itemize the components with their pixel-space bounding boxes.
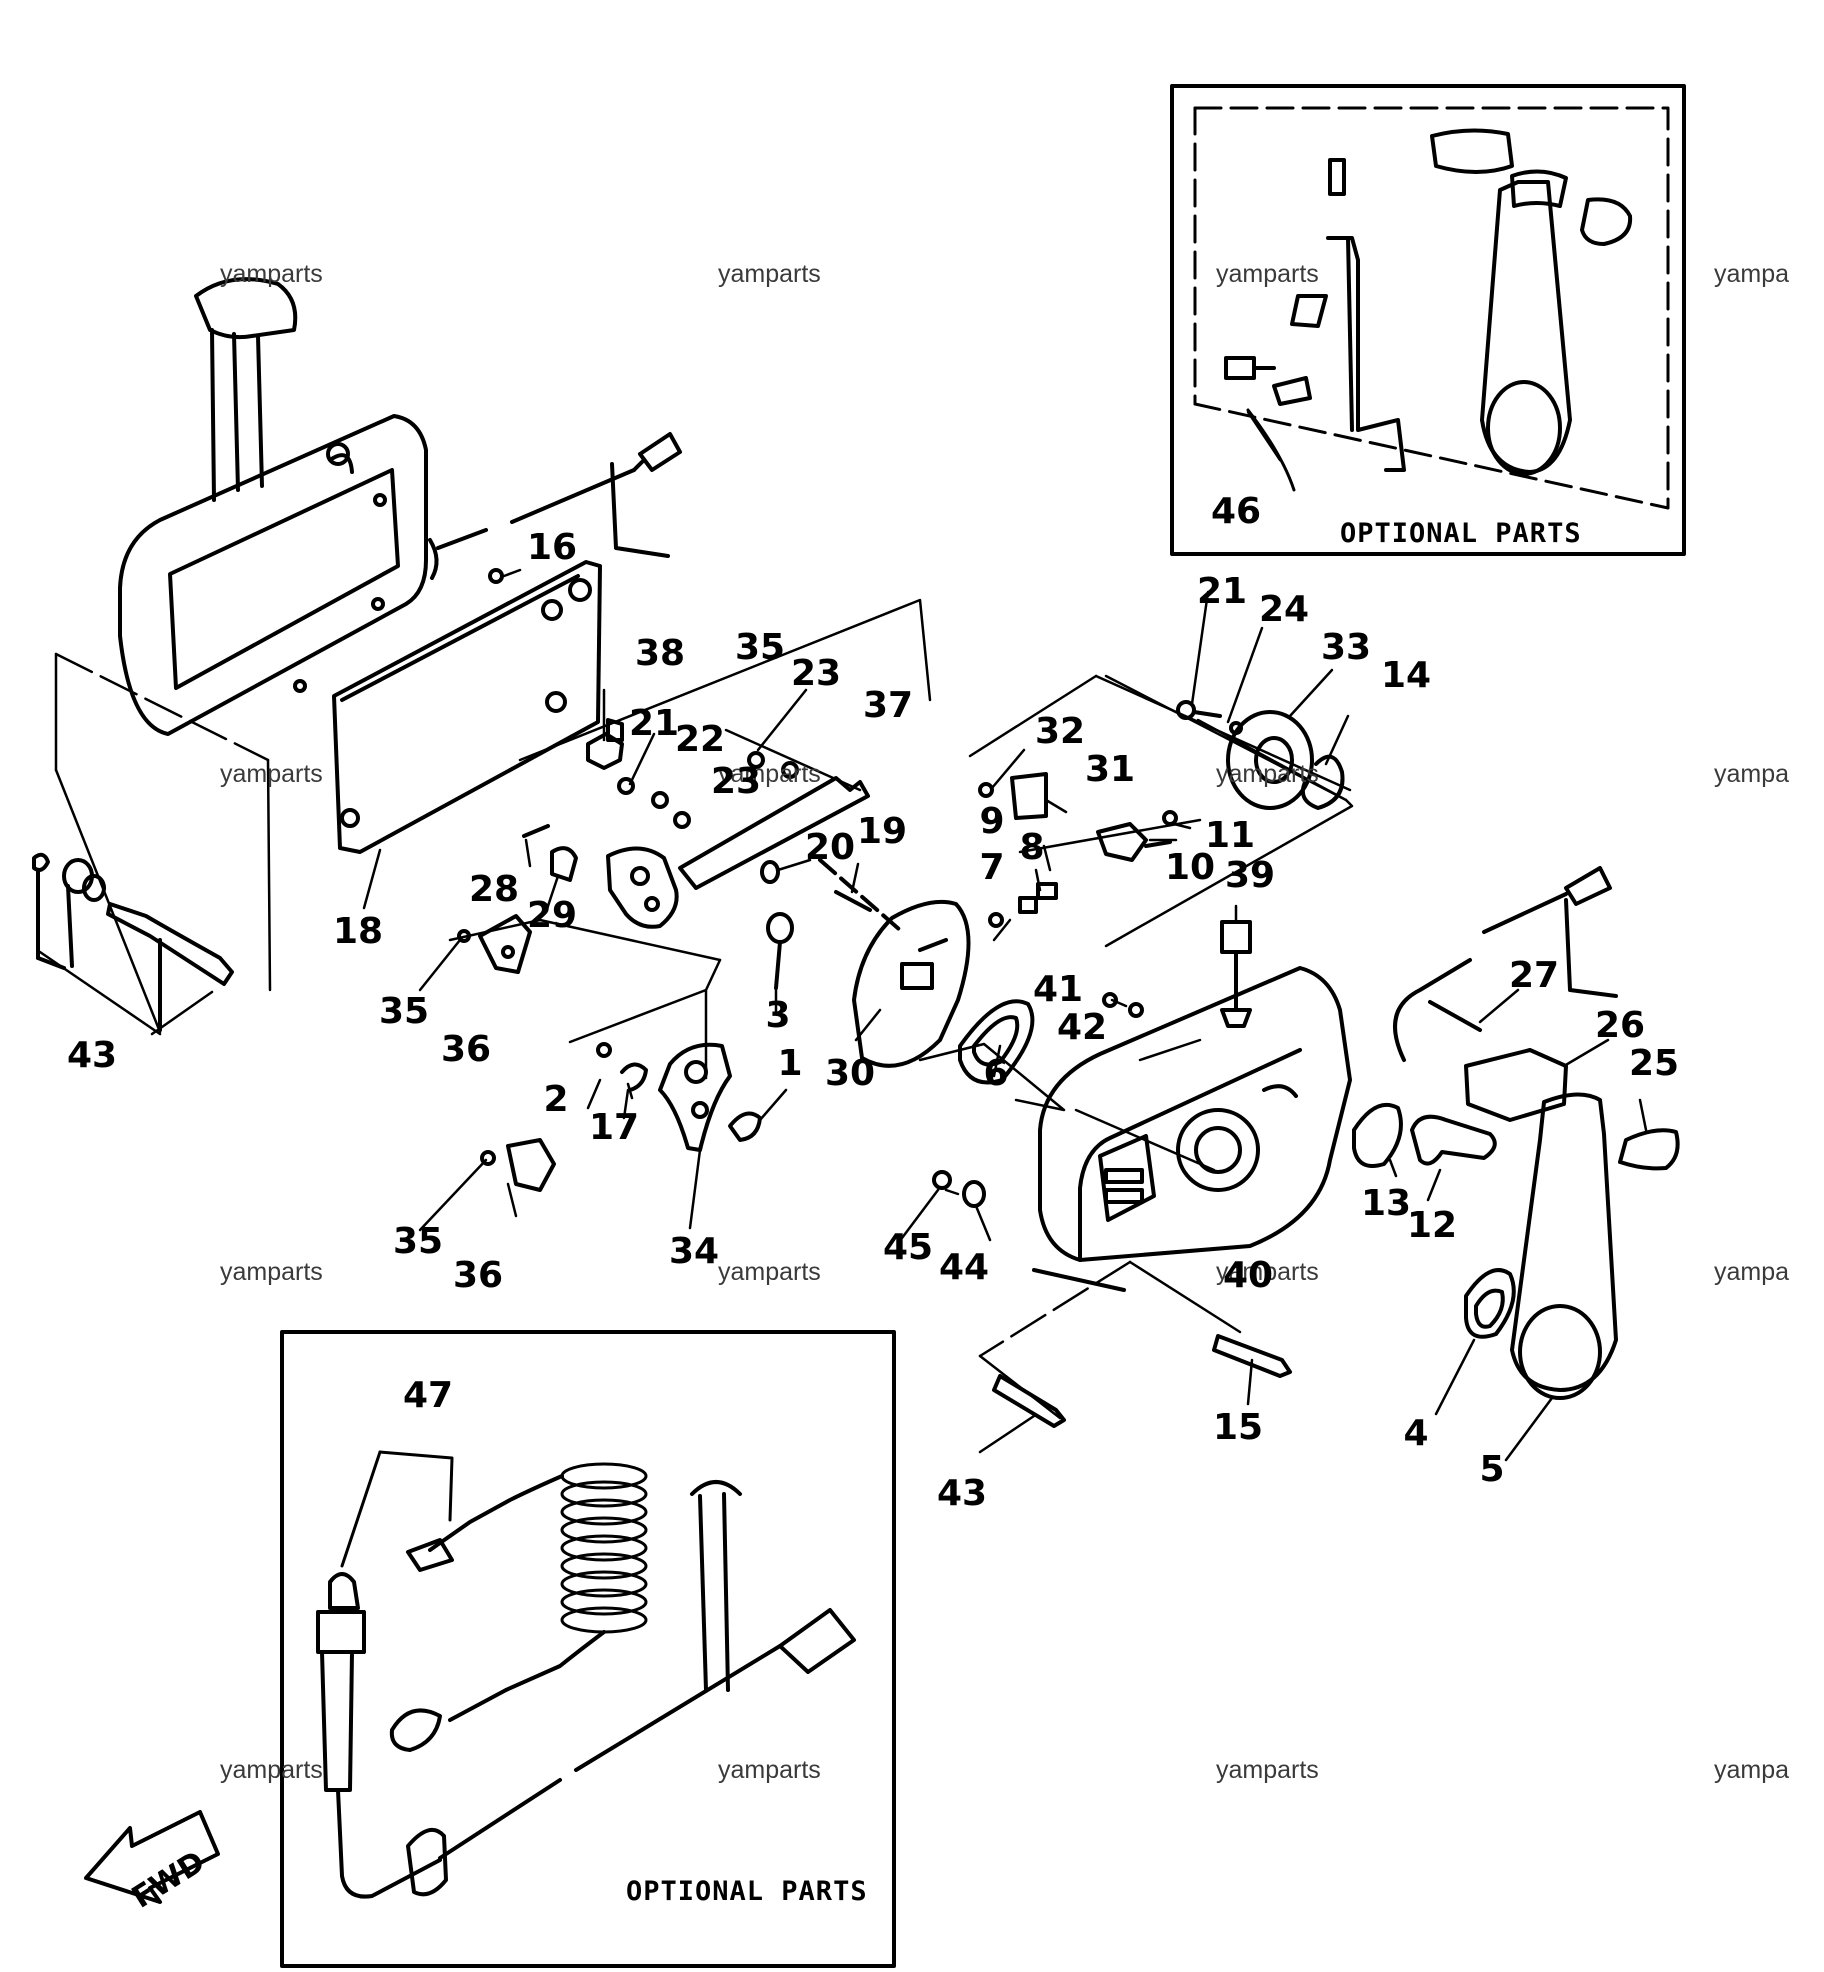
callout-6: 6 [983, 1053, 1009, 1094]
callout-33: 33 [1320, 627, 1372, 668]
callout-26: 26 [1594, 1005, 1646, 1046]
callout-34: 34 [668, 1231, 720, 1272]
callout-36b: 36 [452, 1255, 504, 1296]
callout-leaders [362, 410, 1648, 1462]
callout-18: 18 [332, 911, 384, 952]
callout-28: 28 [468, 869, 520, 910]
callout-20: 20 [804, 827, 856, 868]
callout-24: 24 [1258, 589, 1310, 630]
forward-direction-arrow [84, 1810, 220, 1904]
watermark: yamparts [718, 1756, 821, 1784]
callout-1: 1 [777, 1043, 803, 1084]
callout-35b: 35 [378, 991, 430, 1032]
watermark: yamparts [1216, 760, 1319, 788]
callout-47: 47 [402, 1375, 454, 1416]
handle-lever-parts [992, 866, 1680, 1428]
callout-43a: 43 [66, 1035, 118, 1076]
watermark: yampa [1714, 260, 1790, 288]
control-box-body [932, 920, 1352, 1292]
callout-19: 19 [856, 811, 908, 852]
optional-parts-box-bottom [280, 1330, 896, 1968]
callout-46: 46 [1210, 491, 1262, 532]
callout-14: 14 [1380, 655, 1432, 696]
callout-9: 9 [979, 801, 1005, 842]
callout-4: 4 [1403, 1413, 1429, 1454]
watermark: yampa [1714, 1258, 1790, 1286]
callout-13: 13 [1360, 1183, 1412, 1224]
callout-21a: 21 [628, 703, 680, 744]
callout-3: 3 [765, 995, 791, 1036]
callout-8: 8 [1019, 827, 1045, 868]
callout-39: 39 [1224, 855, 1276, 896]
callout-12: 12 [1406, 1205, 1458, 1246]
callout-2: 2 [543, 1079, 569, 1120]
callout-21b: 21 [1196, 571, 1248, 612]
watermark: yamparts [220, 1258, 323, 1286]
watermark: yampa [1714, 760, 1790, 788]
callout-22: 22 [674, 719, 726, 760]
callout-38: 38 [634, 633, 686, 674]
watermark: yamparts [220, 760, 323, 788]
optional-parts-title-top: OPTIONAL PARTS [1340, 518, 1582, 549]
callout-40: 40 [1222, 1255, 1274, 1296]
callout-23b: 23 [710, 761, 762, 802]
callout-25: 25 [1628, 1043, 1680, 1084]
callout-30: 30 [824, 1053, 876, 1094]
optional-parts-title-bottom: OPTIONAL PARTS [626, 1876, 868, 1907]
watermark: yamparts [220, 260, 323, 288]
callout-16: 16 [526, 527, 578, 568]
callout-29: 29 [526, 895, 578, 936]
callout-11: 11 [1204, 815, 1256, 856]
callout-32: 32 [1034, 711, 1086, 752]
watermark: yamparts [718, 1258, 821, 1286]
watermark: yampa [1714, 1756, 1790, 1784]
callout-42: 42 [1056, 1007, 1108, 1048]
remote-control-box-housing [118, 277, 682, 736]
callout-10: 10 [1164, 847, 1216, 888]
pin-assembly-left [32, 852, 234, 1032]
callout-17: 17 [588, 1107, 640, 1148]
cover-plate [332, 560, 624, 854]
callout-35c: 35 [392, 1221, 444, 1262]
callout-23a: 23 [790, 653, 842, 694]
callout-7: 7 [979, 847, 1005, 888]
watermark: yamparts [1216, 1258, 1319, 1286]
callout-35a: 35 [734, 627, 786, 668]
watermark: yamparts [1216, 260, 1319, 288]
callout-45: 45 [882, 1227, 934, 1268]
watermark: yamparts [1216, 1756, 1319, 1784]
optional-parts-box-top [1170, 84, 1686, 556]
watermark: yamparts [718, 760, 821, 788]
watermark: yamparts [220, 1756, 323, 1784]
callout-36a: 36 [440, 1029, 492, 1070]
callout-43b: 43 [936, 1473, 988, 1514]
callout-41: 41 [1032, 969, 1084, 1010]
cam-and-shaft-parts [457, 700, 1345, 1192]
callout-27: 27 [1508, 955, 1560, 996]
watermark: yamparts [718, 260, 821, 288]
callout-44: 44 [938, 1247, 990, 1288]
callout-5: 5 [1479, 1449, 1505, 1490]
callout-31: 31 [1084, 749, 1136, 790]
callout-37: 37 [862, 685, 914, 726]
callout-15: 15 [1212, 1407, 1264, 1448]
